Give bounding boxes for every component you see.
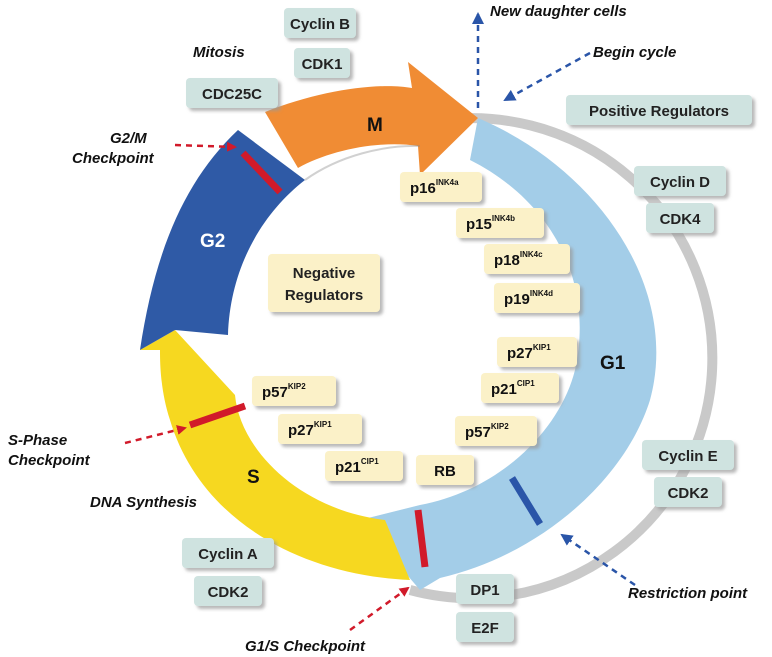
negative-regulators-box: Negative Regulators <box>268 254 380 312</box>
p16-base: p16 <box>410 180 436 197</box>
dna-synthesis-label: DNA Synthesis <box>90 494 197 511</box>
g2m-checkpoint-label-line2: Checkpoint <box>72 150 155 167</box>
p27-s-box: p27KIP1 <box>278 414 362 444</box>
p15-base: p15 <box>466 216 492 233</box>
s-phase-checkpoint-label-line2: Checkpoint <box>8 452 91 469</box>
cdk2-left-text: CDK2 <box>208 584 249 601</box>
p57-g1-box: p57KIP2 <box>455 416 537 446</box>
p57-s-box: p57KIP2 <box>252 376 336 406</box>
p19-box: p19INK4d <box>494 283 580 313</box>
g1s-checkpoint-bar <box>414 509 429 568</box>
begin-cycle-label: Begin cycle <box>593 44 676 61</box>
g2-phase-arc <box>140 130 305 350</box>
p16-sup: INK4a <box>436 178 459 187</box>
m-phase-label: M <box>367 115 383 136</box>
cyclin-e-box: Cyclin E <box>642 440 734 470</box>
restriction-point-label: Restriction point <box>628 585 748 602</box>
svg-text:p18INK4c: p18INK4c <box>494 250 543 269</box>
svg-text:p15INK4b: p15INK4b <box>466 214 515 233</box>
g1-phase-label: G1 <box>600 353 626 374</box>
p57-g1-base: p57 <box>465 424 491 441</box>
p27-g1-box: p27KIP1 <box>497 337 577 367</box>
svg-text:p21CIP1: p21CIP1 <box>491 379 535 398</box>
rb-text: RB <box>434 463 456 480</box>
positive-regulators-box: Positive Regulators <box>566 95 752 125</box>
e2f-text: E2F <box>471 620 499 637</box>
p21-s-box: p21CIP1 <box>325 451 403 481</box>
cyclin-b-box: Cyclin B <box>284 8 356 38</box>
g1-phase-arc <box>360 118 657 590</box>
s-phase-checkpoint-bar <box>188 402 247 429</box>
cdk2-right-text: CDK2 <box>668 485 709 502</box>
p18-sup: INK4c <box>520 250 543 259</box>
s-phase-label: S <box>247 467 260 488</box>
mitosis-label: Mitosis <box>193 44 245 61</box>
p57-g1-sup: KIP2 <box>491 422 509 431</box>
rb-box: RB <box>416 455 474 485</box>
p18-box: p18INK4c <box>484 244 570 274</box>
p21-g1-box: p21CIP1 <box>481 373 559 403</box>
cyclin-a-box: Cyclin A <box>182 538 274 568</box>
cdk2-right-box: CDK2 <box>654 477 722 507</box>
p27-s-sup: KIP1 <box>314 420 332 429</box>
begin-cycle-arrow <box>503 51 591 102</box>
svg-text:p16INK4a: p16INK4a <box>410 178 459 197</box>
g2m-checkpoint-label-line1: G2/M <box>110 130 147 147</box>
p19-base: p19 <box>504 291 530 308</box>
g1s-checkpoint-arrow <box>349 586 410 632</box>
cdk2-left-box: CDK2 <box>194 576 262 606</box>
g2m-checkpoint-bar <box>240 150 283 195</box>
negative-regulators-line1: Negative <box>293 265 356 282</box>
e2f-box: E2F <box>456 612 514 642</box>
p21-s-sup: CIP1 <box>361 457 379 466</box>
s-phase-checkpoint-label-line1: S-Phase <box>8 432 67 449</box>
cyclin-e-text: Cyclin E <box>658 448 717 465</box>
dp1-text: DP1 <box>470 582 499 599</box>
cyclin-d-text: Cyclin D <box>650 174 710 191</box>
p27-g1-base: p27 <box>507 345 533 362</box>
p19-sup: INK4d <box>530 289 553 298</box>
svg-text:p21CIP1: p21CIP1 <box>335 457 379 476</box>
cdk1-box: CDK1 <box>294 48 350 78</box>
p57-s-base: p57 <box>262 384 288 401</box>
cdc25c-text: CDC25C <box>202 86 262 103</box>
cdk4-box: CDK4 <box>646 203 714 233</box>
svg-text:p57KIP2: p57KIP2 <box>262 382 306 401</box>
p15-sup: INK4b <box>492 214 515 223</box>
positive-regulators-text: Positive Regulators <box>589 103 729 120</box>
p15-box: p15INK4b <box>456 208 544 238</box>
cyclin-d-box: Cyclin D <box>634 166 726 196</box>
cdk4-text: CDK4 <box>660 211 701 228</box>
p57-s-sup: KIP2 <box>288 382 306 391</box>
svg-text:p27KIP1: p27KIP1 <box>507 343 551 362</box>
g2-phase-label: G2 <box>200 231 225 252</box>
ring-shadow <box>408 113 718 604</box>
cyclin-a-text: Cyclin A <box>198 546 258 563</box>
cdc25c-box: CDC25C <box>186 78 278 108</box>
p21-g1-sup: CIP1 <box>517 379 535 388</box>
p18-base: p18 <box>494 252 520 269</box>
negative-regulators-line2: Regulators <box>285 287 363 304</box>
restriction-point-bar <box>509 476 543 526</box>
p21-g1-base: p21 <box>491 381 517 398</box>
p27-g1-sup: KIP1 <box>533 343 551 352</box>
restriction-point-arrow <box>560 533 636 587</box>
svg-text:p19INK4d: p19INK4d <box>504 289 553 308</box>
p16-box: p16INK4a <box>400 172 482 202</box>
s-phase-arc <box>140 330 410 580</box>
cyclin-b-text: Cyclin B <box>290 16 350 33</box>
m-phase-arc <box>265 62 478 175</box>
svg-text:p27KIP1: p27KIP1 <box>288 420 332 439</box>
cdk1-text: CDK1 <box>302 56 343 73</box>
dp1-box: DP1 <box>456 574 514 604</box>
new-daughter-cells-label: New daughter cells <box>490 3 627 20</box>
svg-text:p57KIP2: p57KIP2 <box>465 422 509 441</box>
p27-s-base: p27 <box>288 422 314 439</box>
g1s-checkpoint-label: G1/S Checkpoint <box>245 638 366 655</box>
p21-s-base: p21 <box>335 459 361 476</box>
